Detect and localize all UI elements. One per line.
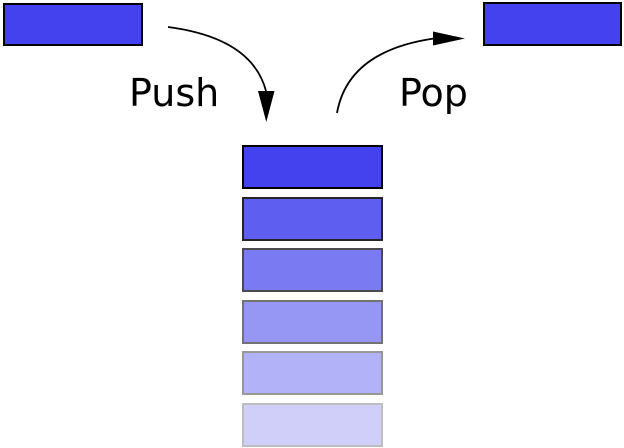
push-label: Push: [129, 71, 220, 115]
stack-item: [242, 248, 383, 292]
stack-item: [242, 402, 383, 447]
pop-label: Pop: [399, 71, 468, 115]
outgoing-block: [483, 2, 622, 46]
incoming-block: [3, 3, 143, 46]
stack: [242, 145, 383, 447]
stack-item: [242, 351, 383, 395]
stack-item: [242, 299, 383, 344]
stack-item: [242, 196, 383, 241]
stack-item: [242, 145, 383, 189]
